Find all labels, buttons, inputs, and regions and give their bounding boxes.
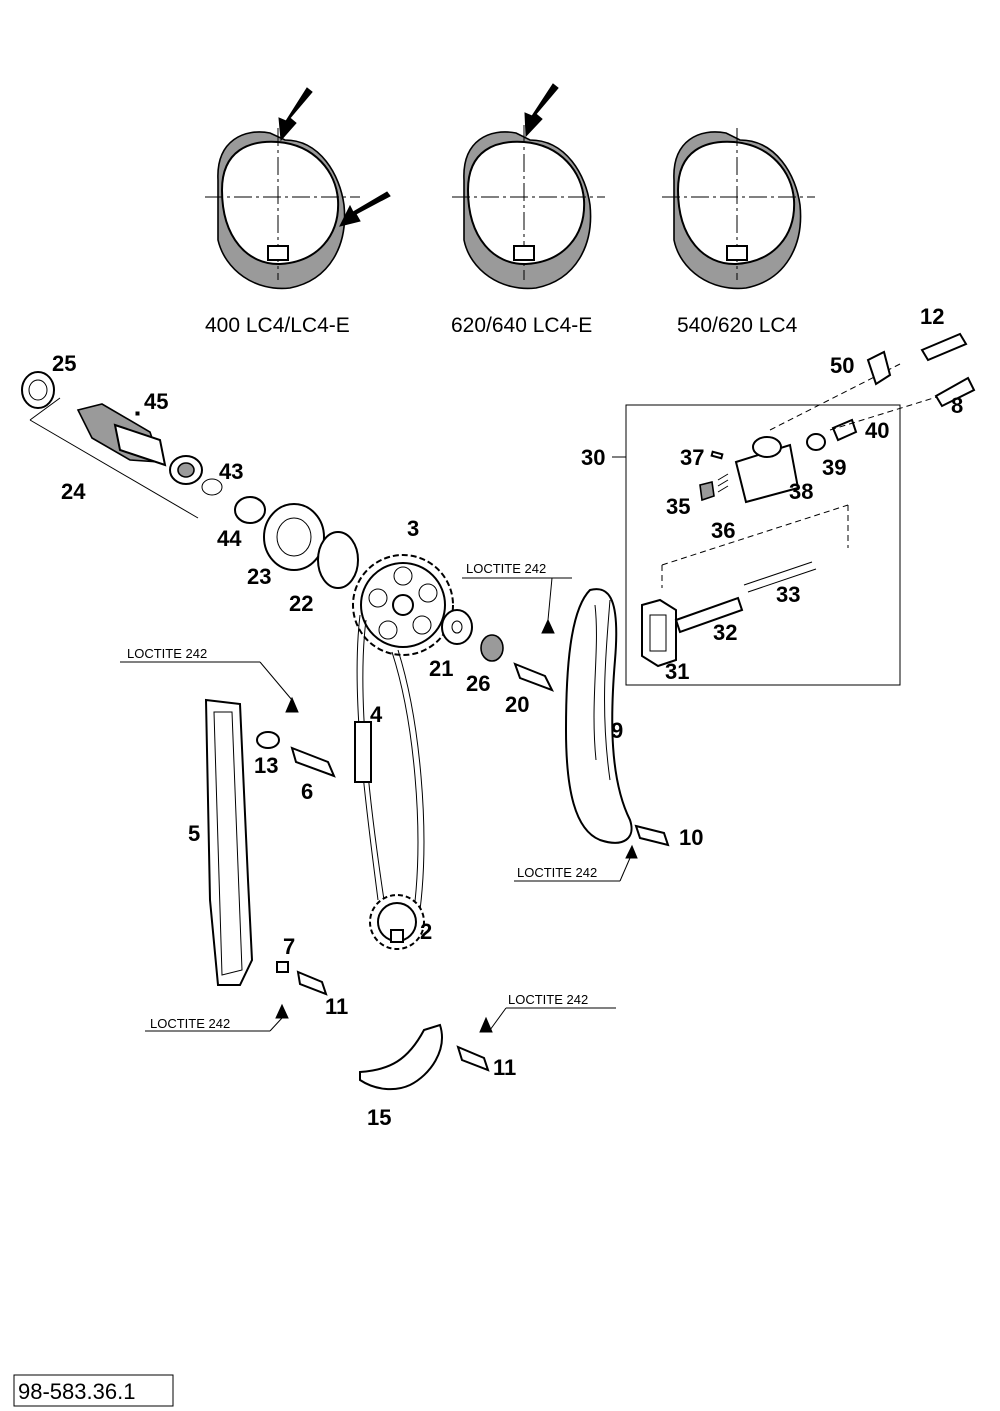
loctite-label-1: LOCTITE 242 [127, 646, 207, 661]
variant-label-400: 400 LC4/LC4-E [205, 314, 350, 337]
callout-26: 26 [466, 671, 490, 696]
cam-view-540-620 [662, 128, 815, 290]
plug-40 [831, 418, 858, 442]
callout-10: 10 [679, 825, 703, 850]
callout-5: 5 [188, 821, 200, 846]
callout-30: 30 [581, 445, 605, 470]
callout-50: 50 [830, 353, 854, 378]
nut [480, 634, 504, 662]
variant-label-620-640: 620/640 LC4-E [451, 314, 592, 337]
callout-9: 9 [611, 718, 623, 743]
callout-33: 33 [776, 582, 800, 607]
callout-35: 35 [666, 494, 690, 519]
callout-7: 7 [283, 934, 295, 959]
callout-38: 38 [789, 479, 813, 504]
callout-31: 31 [665, 659, 689, 684]
callout-32: 32 [713, 620, 737, 645]
callout-25: 25 [52, 351, 76, 376]
callout-23: 23 [247, 564, 271, 589]
screw-11a [296, 970, 328, 996]
pin-37 [710, 450, 724, 460]
callout-8: 8 [951, 393, 963, 418]
callout-45: 45 [144, 389, 168, 414]
spring-36 [717, 473, 729, 493]
callout-11b: 11 [493, 1055, 516, 1080]
callout-44: 44 [217, 526, 242, 551]
pin-6 [290, 746, 336, 778]
camshaft-sprocket [352, 554, 454, 656]
loctite-label-5: LOCTITE 242 [508, 992, 588, 1007]
washer [441, 609, 473, 645]
callout-43: 43 [219, 459, 243, 484]
callout-37: 37 [680, 445, 704, 470]
callout-11a: 11 [325, 994, 348, 1019]
cam-view-400 [205, 87, 391, 290]
bolt-8 [934, 376, 976, 408]
variant-label-540-620: 540/620 LC4 [677, 314, 798, 337]
tensioner-detail-box [625, 404, 901, 686]
callout-6: 6 [301, 779, 313, 804]
callout-4: 4 [370, 702, 383, 727]
callout-20: 20 [505, 692, 529, 717]
tensioner-rail [564, 588, 633, 844]
callout-39: 39 [822, 455, 846, 480]
crank-sprocket [369, 894, 425, 950]
cam-view-620-640 [452, 83, 605, 290]
callout-2: 2 [420, 919, 432, 944]
pivot-bolt-10 [634, 824, 670, 847]
bolt-12 [920, 332, 968, 362]
loctite-drop-20 [541, 618, 555, 634]
seal-39 [806, 433, 826, 451]
callout-24: 24 [61, 479, 86, 504]
callout-36: 36 [711, 518, 735, 543]
callout-12: 12 [920, 304, 944, 329]
spring-33 [743, 561, 817, 593]
callout-13: 13 [254, 753, 278, 778]
guide-rail [204, 698, 254, 986]
loctite-label-3: LOCTITE 242 [517, 865, 597, 880]
callout-21: 21 [429, 656, 453, 681]
screw-11b [456, 1045, 490, 1072]
bolt-20 [513, 662, 555, 692]
sleeve-7 [276, 961, 289, 973]
callout-3: 3 [407, 516, 419, 541]
camshaft-assembly [21, 371, 359, 589]
doc-number: 98-583.36.1 [18, 1379, 135, 1404]
chain-guide-15 [359, 1023, 443, 1091]
plug-35 [699, 481, 715, 502]
clamp-50 [866, 350, 892, 386]
bolt-32 [674, 596, 744, 634]
chain-link-4 [354, 721, 372, 783]
callout-22: 22 [289, 591, 313, 616]
doc-number-box [13, 1374, 174, 1407]
loctite-label-4: LOCTITE 242 [150, 1016, 230, 1031]
washer-13 [256, 731, 280, 749]
gasket-31 [641, 598, 677, 668]
loctite-label-2: LOCTITE 242 [466, 561, 546, 576]
callout-15: 15 [367, 1105, 391, 1130]
callout-40: 40 [865, 418, 889, 443]
